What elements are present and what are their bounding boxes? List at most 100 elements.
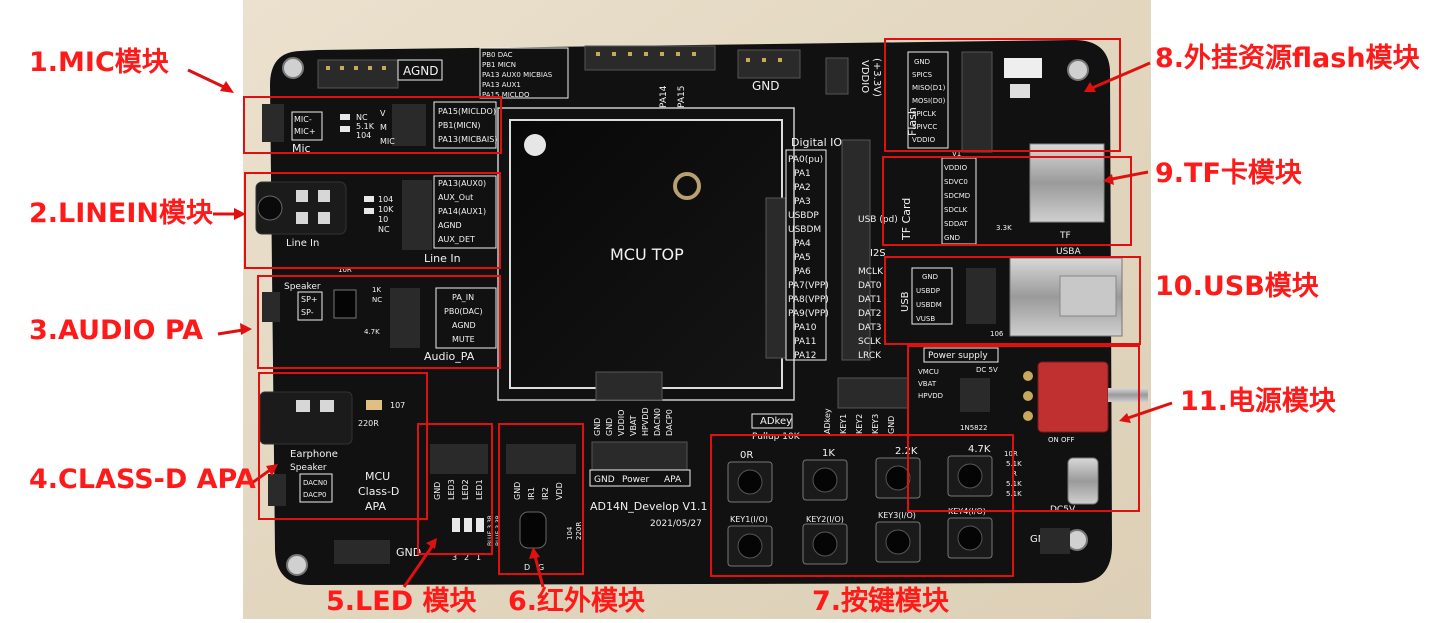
svg-text:HPVDD: HPVDD: [918, 392, 943, 400]
svg-text:104: 104: [378, 195, 393, 204]
svg-text:V: V: [380, 109, 386, 118]
usb-pd-label: USB (pd): [858, 215, 898, 225]
svg-text:2.2K: 2.2K: [895, 446, 918, 457]
svg-text:4.7K: 4.7K: [968, 444, 991, 455]
tact-buttons: [727, 455, 993, 567]
label-led: 5.LED 模块: [326, 586, 477, 617]
svg-text:4.7K: 4.7K: [364, 328, 380, 336]
svg-text:VMCU: VMCU: [918, 368, 939, 376]
i2s-column: I2S MCLK DAT0 DAT1 DAT2 DAT3 SCLK LRCK: [858, 248, 886, 361]
svg-text:PA_IN: PA_IN: [452, 293, 474, 302]
svg-text:USB: USB: [900, 291, 911, 312]
svg-text:R: R: [1012, 470, 1017, 478]
svg-text:VDD: VDD: [555, 482, 564, 500]
flash-module-art: Flash GND SPICS MISO(D1) MOSI(D0) SPICLK…: [906, 51, 1042, 149]
svg-text:1K: 1K: [372, 286, 381, 294]
svg-text:KEY3(I/O): KEY3(I/O): [878, 511, 916, 520]
svg-text:SPICS: SPICS: [912, 71, 933, 79]
svg-text:MCLK: MCLK: [858, 267, 884, 277]
svg-text:5.1K: 5.1K: [356, 122, 375, 131]
svg-text:Pullup 10K: Pullup 10K: [752, 432, 801, 442]
svg-text:0R: 0R: [740, 450, 753, 461]
svg-text:MIC+: MIC+: [294, 127, 316, 136]
svg-text:SPIVCC: SPIVCC: [912, 123, 937, 131]
box-tf: [882, 156, 1132, 246]
svg-text:1N5822: 1N5822: [960, 424, 988, 432]
svg-text:PA10: PA10: [794, 323, 817, 333]
box-keys: [710, 434, 1014, 577]
svg-text:M: M: [380, 123, 387, 132]
svg-text:SDVC0: SDVC0: [944, 178, 968, 186]
svg-text:KEY2(I/O): KEY2(I/O): [806, 515, 844, 524]
svg-text:SCLK: SCLK: [858, 337, 882, 347]
svg-text:104: 104: [566, 526, 574, 540]
pa15-label: PA15: [677, 86, 687, 108]
svg-text:AGND: AGND: [452, 321, 476, 330]
svg-text:ON OFF: ON OFF: [1048, 436, 1075, 444]
label-ir: 6.红外模块: [508, 586, 646, 617]
box-led: [417, 423, 493, 555]
svg-text:USBDM: USBDM: [788, 225, 821, 235]
svg-text:VUSB: VUSB: [916, 315, 935, 323]
svg-text:PA3: PA3: [794, 197, 811, 207]
svg-text:DACP0: DACP0: [665, 409, 674, 436]
svg-text:2: 2: [464, 553, 469, 562]
svg-text:PA11: PA11: [794, 337, 816, 347]
box-audio-pa: [257, 275, 501, 369]
svg-text:MIC: MIC: [380, 137, 395, 146]
svg-text:TF: TF: [1059, 231, 1071, 241]
svg-text:10R: 10R: [1004, 450, 1018, 458]
svg-text:GND: GND: [594, 475, 615, 485]
svg-text:SP-: SP-: [301, 308, 314, 317]
pa14-label: PA14: [659, 85, 669, 108]
svg-text:DACN0: DACN0: [653, 408, 662, 436]
power-apa-pins: GND GND VDDIO VBAT HPVDD DACN0 DACP0 GND…: [589, 407, 691, 487]
svg-text:PB1 MICN: PB1 MICN: [482, 61, 516, 69]
gnd-top-label: GND: [752, 79, 780, 93]
svg-text:LRCK: LRCK: [858, 351, 882, 361]
svg-text:DAT0: DAT0: [858, 281, 882, 291]
svg-text:TF Card: TF Card: [900, 198, 913, 241]
svg-text:PA1: PA1: [794, 169, 811, 179]
svg-text:HPVDD: HPVDD: [641, 407, 650, 436]
svg-text:1: 1: [476, 553, 481, 562]
svg-text:AGND: AGND: [438, 221, 462, 230]
svg-text:1K: 1K: [822, 448, 835, 459]
svg-text:PA15 MICLDO: PA15 MICLDO: [482, 91, 530, 99]
svg-text:PB1(MICN): PB1(MICN): [438, 121, 480, 130]
gnd-bottom-label: GND: [396, 546, 421, 559]
svg-text:MUTE: MUTE: [452, 335, 475, 344]
svg-text:PA13(AUX0): PA13(AUX0): [438, 179, 486, 188]
svg-text:AUX_Out: AUX_Out: [438, 193, 473, 202]
svg-text:PA6: PA6: [794, 267, 811, 277]
mounting-holes: [282, 57, 1089, 576]
svg-text:DAT3: DAT3: [858, 323, 881, 333]
svg-text:DAT1: DAT1: [858, 295, 881, 305]
label-class-d: 4.CLASS-D APA: [29, 464, 256, 495]
svg-text:Mic: Mic: [292, 142, 311, 155]
svg-text:ADkey: ADkey: [823, 408, 832, 434]
svg-text:VDDIO: VDDIO: [912, 136, 936, 144]
svg-text:PA13 AUX0 MICBIAS: PA13 AUX0 MICBIAS: [482, 71, 553, 79]
label-keys: 7.按键模块: [812, 586, 950, 617]
svg-text:GND: GND: [605, 418, 614, 436]
svg-text:ADkey: ADkey: [760, 416, 792, 427]
box-class-d: [258, 372, 428, 520]
svg-text:PA2: PA2: [794, 183, 811, 193]
svg-text:APA: APA: [664, 475, 682, 485]
label-mic: 1.MIC模块: [29, 47, 169, 78]
develop-label: AD14N_Develop V1.1: [590, 500, 708, 513]
svg-text:GND: GND: [887, 416, 896, 434]
date-label: 2021/05/27: [650, 519, 702, 529]
svg-text:PA9(VPP): PA9(VPP): [788, 309, 829, 319]
svg-text:3: 3: [452, 553, 457, 562]
svg-text:DACP0: DACP0: [303, 491, 327, 499]
svg-text:Power: Power: [622, 475, 650, 485]
svg-text:PA15(MICLDO): PA15(MICLDO): [438, 107, 496, 116]
svg-text:PA8(VPP): PA8(VPP): [788, 295, 829, 305]
svg-text:SP+: SP+: [301, 295, 318, 304]
svg-text:PB0 DAC: PB0 DAC: [482, 51, 513, 59]
audio-pa-module-art: Speaker SP+ SP- 10R 1K NC 4.7K PA_IN PB0…: [262, 266, 497, 363]
label-usb: 10.USB模块: [1155, 271, 1319, 302]
svg-text:10: 10: [378, 215, 388, 224]
